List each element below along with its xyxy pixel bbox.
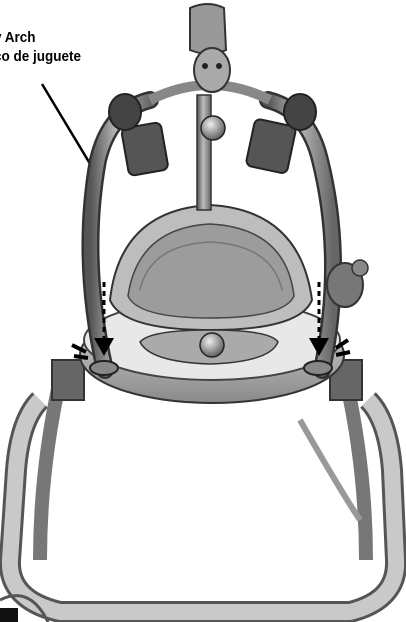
- right-arch-socket: [304, 361, 332, 375]
- center-pole: [197, 95, 211, 210]
- base-frame: [10, 380, 396, 612]
- hanging-toys: [109, 48, 316, 176]
- seat-tray: [80, 205, 344, 403]
- monkey-toy: [194, 48, 230, 92]
- left-leg-joint: [52, 360, 84, 400]
- step-number-fragment: [0, 608, 18, 622]
- pole-top: [190, 4, 226, 54]
- caption-leader-line: [42, 84, 95, 172]
- side-toy-right: [327, 260, 368, 307]
- left-arch-socket: [90, 361, 118, 375]
